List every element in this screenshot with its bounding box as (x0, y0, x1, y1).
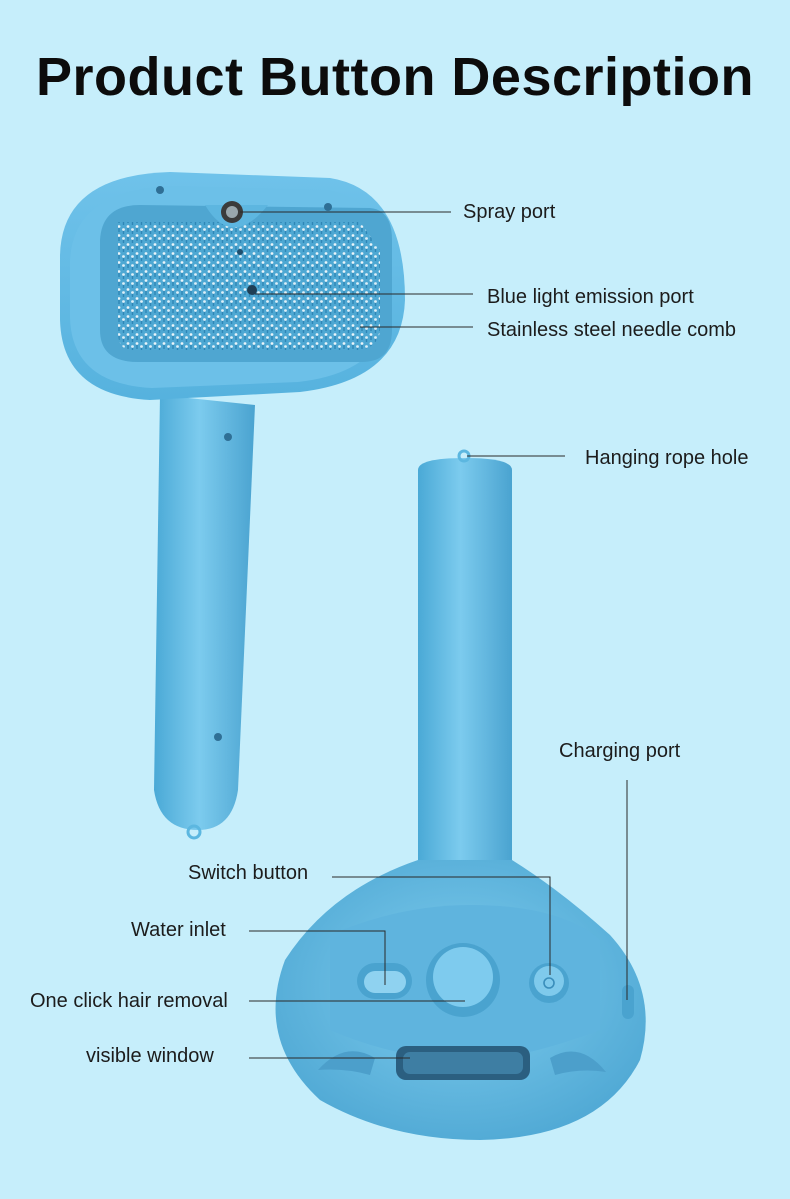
label-visible-window: visible window (86, 1045, 214, 1067)
back-brush (275, 449, 646, 1140)
label-switch-button: Switch button (188, 862, 309, 884)
label-spray-port: Spray port (463, 201, 556, 223)
label-hair-removal: One click hair removal (30, 990, 228, 1012)
page-title: Product Button Description (36, 47, 754, 107)
label-needle-comb: Stainless steel needle comb (487, 319, 737, 341)
leader-lines (240, 211, 628, 1059)
label-charging-port: Charging port (559, 740, 681, 762)
label-blue-light-port: Blue light emission port (487, 286, 694, 308)
label-rope-hole: Hanging rope hole (585, 447, 749, 469)
label-water-inlet: Water inlet (131, 919, 226, 941)
front-brush (60, 172, 405, 840)
